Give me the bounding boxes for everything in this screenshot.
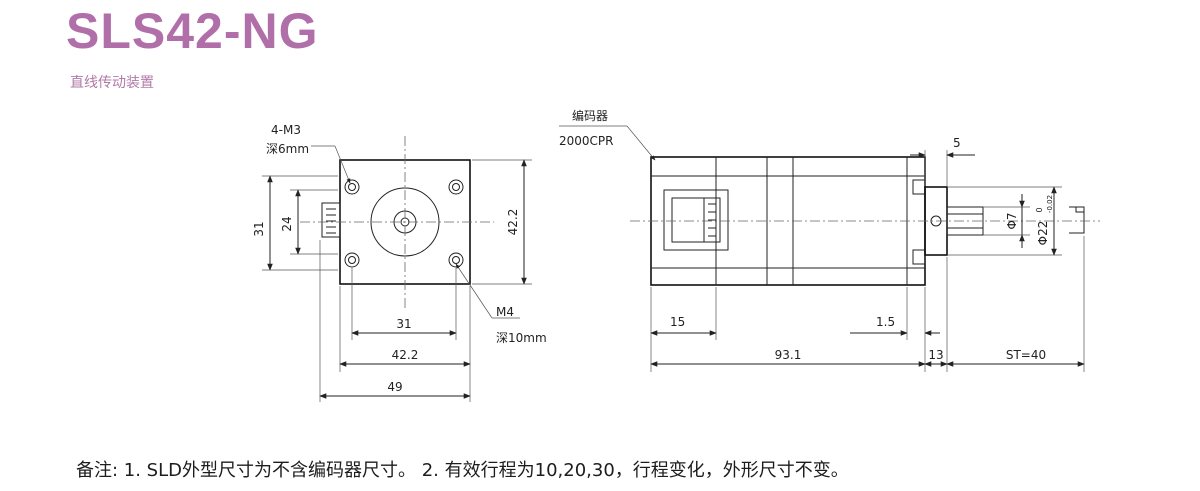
front-view: 4-M3 深6mm 31 24 42.2 M4 深10mm 31 42.2 xyxy=(252,123,547,402)
dim-bottom-49: 49 xyxy=(387,380,402,394)
dim-93-1: 93.1 xyxy=(775,348,802,362)
side-connector xyxy=(321,202,341,238)
dim-left-inner: 24 xyxy=(280,216,294,231)
dim-left-outer: 31 xyxy=(252,221,266,236)
dim-stroke: ST=40 xyxy=(1006,348,1046,362)
dim-phi22-tol-lower: -0.02 xyxy=(1046,195,1054,213)
product-title: SLS42-NG xyxy=(66,3,319,59)
dim-phi7: Φ7 xyxy=(1005,212,1019,229)
encoder-label-line1: 编码器 xyxy=(572,108,608,123)
dim-13: 13 xyxy=(928,348,943,362)
hole-callout-line2: 深6mm xyxy=(266,142,309,156)
dim-phi22: Φ22 xyxy=(1036,221,1050,246)
dim-1-5: 1.5 xyxy=(876,315,895,329)
dim-15: 15 xyxy=(670,315,685,329)
dim-right-height: 42.2 xyxy=(506,209,520,236)
encoder-label-line2: 2000CPR xyxy=(559,134,614,148)
dim-bottom-42: 42.2 xyxy=(392,348,419,362)
footer-note: 备注: 1. SLD外型尺寸为不含编码器尺寸。 2. 有效行程为10,20,30… xyxy=(76,460,849,481)
output-shaft xyxy=(946,206,984,236)
dim-top-5: 5 xyxy=(953,136,961,150)
dim-phi22-tol-upper: 0 xyxy=(1035,207,1044,212)
dim-bottom-31: 31 xyxy=(396,317,411,331)
product-subtitle: 直线传动装置 xyxy=(70,75,154,91)
side-view: 编码器 2000CPR 5 Φ7 Φ22 0 -0.02 15 1 xyxy=(559,108,1100,372)
encoder-connector xyxy=(663,189,729,251)
thread-callout-line2: 深10mm xyxy=(496,331,547,345)
hole-callout-line1: 4-M3 xyxy=(271,123,301,137)
mounting-holes xyxy=(344,179,464,268)
thread-callout-line1: M4 xyxy=(496,305,514,319)
